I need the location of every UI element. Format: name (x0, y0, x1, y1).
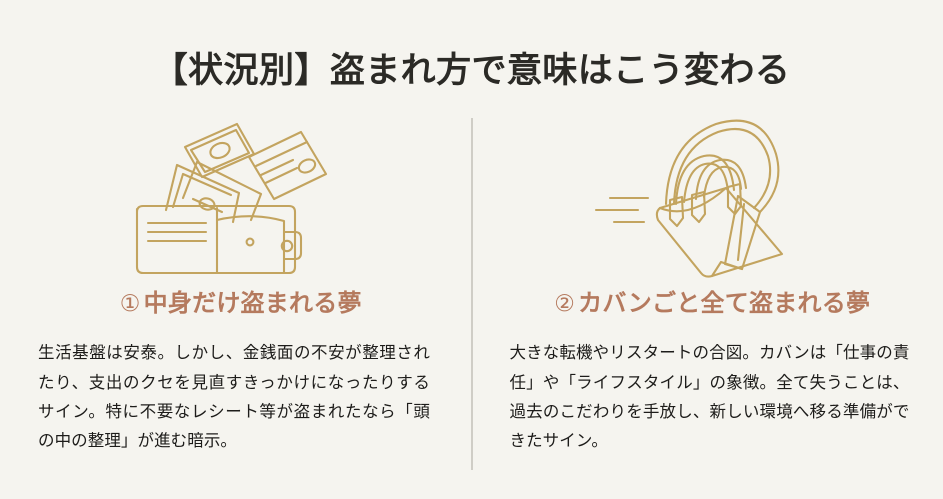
body-text-wallet: 生活基盤は安泰。しかし、金銭面の不安が整理されたり、支出のクセを見直すきっかけに… (38, 344, 430, 451)
body-text-handbag: 大きな転機やリスタートの合図。カバンは「仕事の責任」や「ライフスタイル」の象徴。… (509, 344, 910, 451)
item-number-1: ① (119, 290, 141, 316)
column-divider (471, 118, 473, 470)
wallet-illustration-container (38, 104, 444, 282)
handbag-snatched-icon (595, 119, 784, 278)
subheading-handbag-label: カバンごと全て盗まれる夢 (578, 290, 871, 317)
subheading-wallet-label: 中身だけ盗まれる夢 (143, 290, 362, 317)
item-number-2: ② (554, 290, 576, 316)
page-title: 【状況別】盗まれ方で意味はこう変わる (152, 51, 791, 91)
page-title-container: 【状況別】盗まれ方で意味はこう変わる (0, 26, 943, 117)
wallet-with-cash-and-card-icon (135, 122, 327, 275)
handbag-illustration-container (510, 104, 916, 282)
